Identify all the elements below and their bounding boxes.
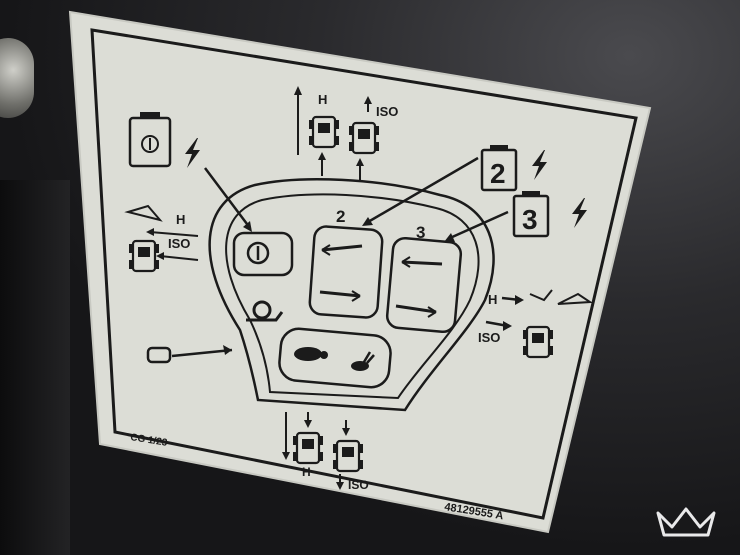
badge-2-label: 2 xyxy=(490,158,506,189)
vehicle-icon xyxy=(347,121,381,155)
control-outline xyxy=(208,178,495,412)
left-direction-group: H ISO xyxy=(124,204,199,273)
badge-3-icon: 3 xyxy=(512,191,550,238)
left-shadow xyxy=(0,180,70,555)
crown-logo xyxy=(656,507,716,537)
speed-panel xyxy=(278,327,392,389)
right-h-label: H xyxy=(488,292,497,307)
number-2-label: 2 xyxy=(336,207,345,226)
button-panel-2 xyxy=(308,225,384,319)
bottom-direction-group: H ISO xyxy=(282,412,369,492)
sticker-border xyxy=(90,28,638,520)
snail-icon xyxy=(246,300,284,322)
right-direction-group: H ISO xyxy=(478,289,594,359)
badge-3-label: 3 xyxy=(522,204,538,235)
button-panel-3 xyxy=(385,236,463,334)
bottom-iso-label: ISO xyxy=(348,478,369,492)
vehicle-icon xyxy=(521,325,555,359)
bottom-h-label: H xyxy=(302,465,311,479)
left-h-label: H xyxy=(176,212,185,227)
vehicle-icon xyxy=(331,439,365,473)
top-iso-label: ISO xyxy=(376,104,398,119)
bolt-head xyxy=(0,38,34,118)
horn-icon xyxy=(146,345,233,364)
left-iso-label: ISO xyxy=(168,236,190,251)
number-3-label: 3 xyxy=(416,223,425,242)
top-direction-group: H ISO xyxy=(294,86,398,182)
turtle-icon xyxy=(294,347,328,361)
vehicle-icon xyxy=(307,115,341,149)
vehicle-icon xyxy=(127,239,161,273)
control-inner xyxy=(225,193,480,400)
key-switch-icon xyxy=(232,231,294,277)
vehicle-icon xyxy=(291,431,325,465)
top-h-label: H xyxy=(318,92,327,107)
right-iso-label: ISO xyxy=(478,330,500,345)
rabbit-icon xyxy=(351,351,375,371)
badge-2-icon: 2 xyxy=(480,145,518,192)
battery-switch-icon xyxy=(128,112,172,168)
